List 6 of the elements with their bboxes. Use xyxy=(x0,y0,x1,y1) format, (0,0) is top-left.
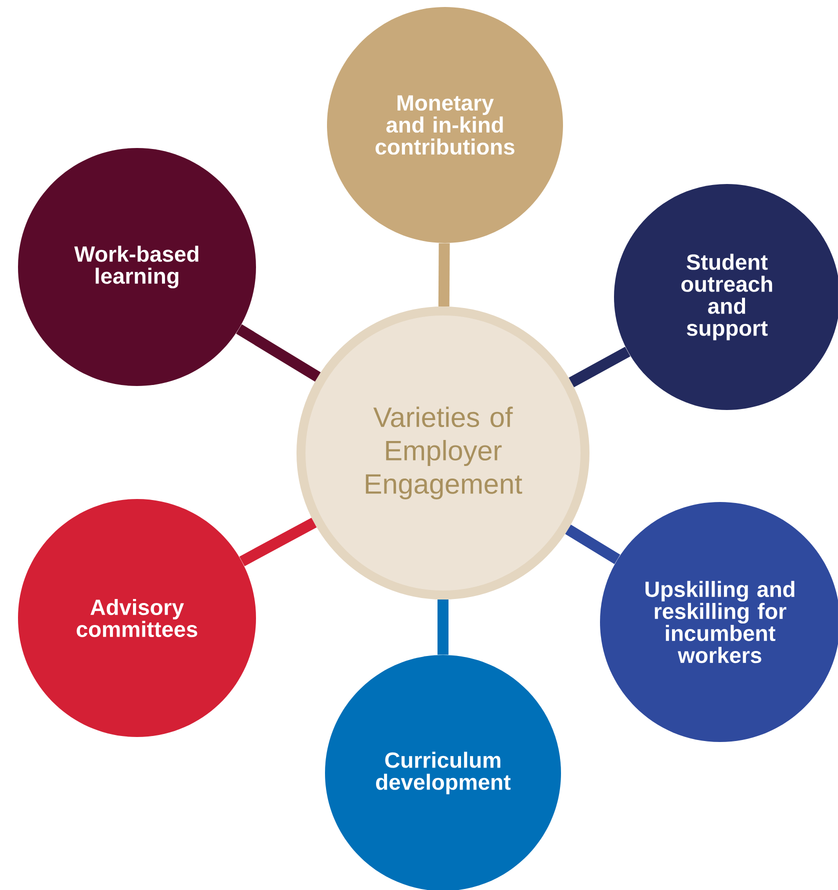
connector-line xyxy=(565,524,620,564)
connector-line xyxy=(568,346,630,388)
connector-line xyxy=(438,243,450,307)
connector-line xyxy=(239,518,317,566)
connector-line xyxy=(236,324,321,382)
connector-line xyxy=(438,600,448,655)
